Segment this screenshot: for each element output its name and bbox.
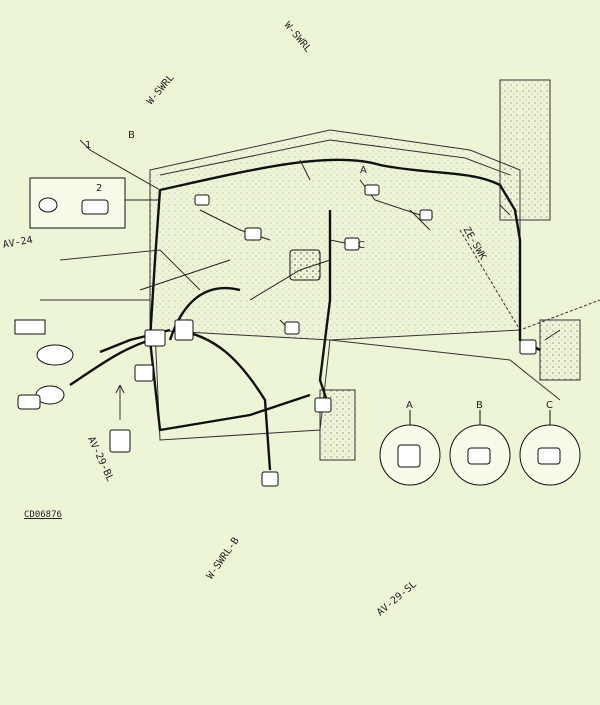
leader-lines [79, 139, 561, 420]
callout-c: C [358, 240, 365, 251]
detail-label-a: A [406, 400, 413, 411]
detail-label-b: B [476, 400, 483, 411]
callout-1: 1 [85, 140, 92, 151]
callout-b: B [128, 130, 135, 141]
left-components [14, 319, 131, 453]
main-harness [69, 158, 541, 471]
detail-circles [379, 410, 581, 486]
callout-2: 2 [96, 183, 103, 194]
connectors [134, 184, 537, 487]
callout-a: A [360, 165, 367, 176]
detail-label-c: C [546, 400, 553, 411]
detail-inset [29, 177, 126, 229]
drawing-id: CD06876 [24, 510, 62, 520]
